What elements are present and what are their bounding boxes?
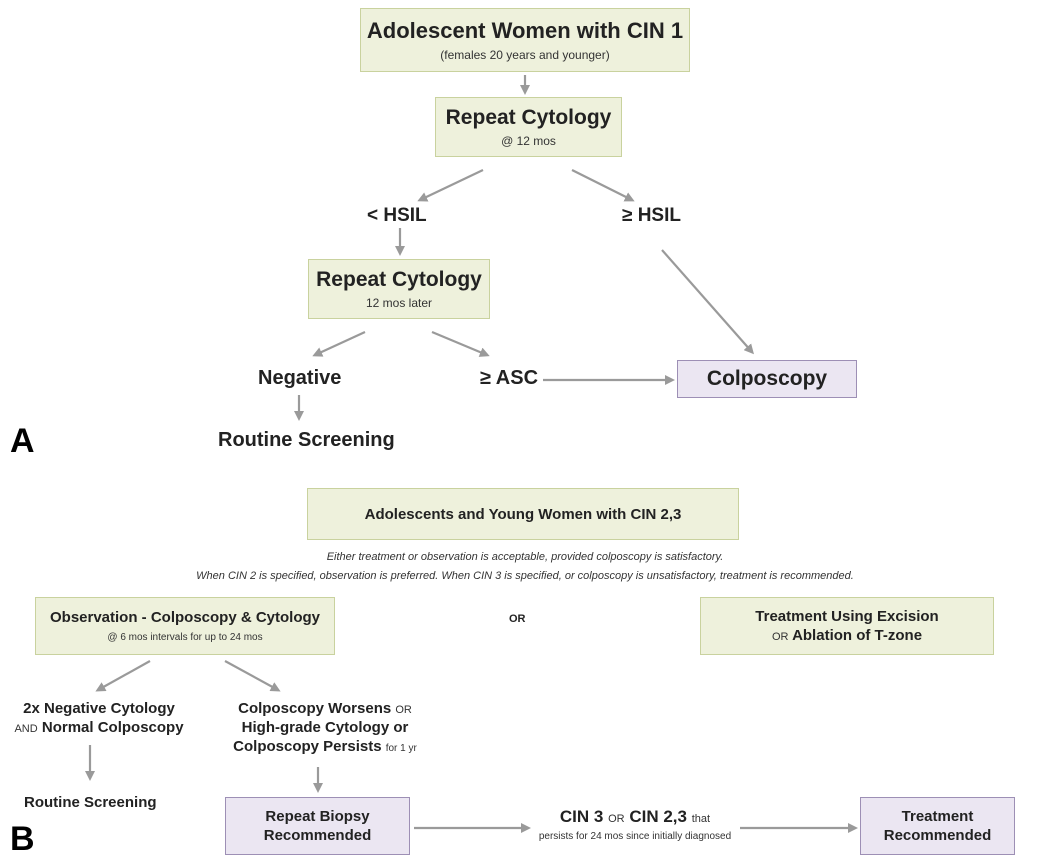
cin3-block: CIN 3 OR CIN 2,3 that persists for 24 mo… [530, 807, 740, 842]
panel-a-letter: A [10, 422, 35, 460]
repeat-biopsy-line2: Recommended [263, 827, 372, 844]
treatment-or-text: OR [771, 631, 789, 643]
neg-cyto-line1: 2x Negative Cytology [23, 700, 175, 717]
treatment-recommended-line1: Treatment [901, 808, 974, 825]
lt-hsil-label: < HSIL [367, 205, 427, 226]
worsens-block: Colposcopy Worsens OR High-grade Cytolog… [225, 700, 425, 755]
treatment-excision-line2: OR Ablation of T-zone [772, 627, 922, 644]
repeat-cytology-later-subtitle: 12 mos later [365, 296, 433, 310]
ge-asc-label: ≥ ASC [480, 367, 539, 389]
arrow-observation-to-worsens [224, 660, 281, 692]
worsens-line1: Colposcopy Worsens [238, 700, 392, 717]
adolescent-cin1-box: Adolescent Women with CIN 1 (females 20 … [360, 8, 690, 72]
routine-screening-b-label: Routine Screening [24, 794, 157, 811]
arrow-repeat1-to-gehsil [571, 169, 635, 202]
arrow-observation-to-negcyto [95, 660, 151, 692]
cin23-text: CIN 2,3 [629, 807, 687, 826]
observation-title: Observation - Colposcopy & Cytology [49, 609, 321, 626]
cin3-or: OR [608, 813, 625, 825]
arrow-repeat2-to-asc [431, 330, 490, 357]
worsens-line3: Colposcopy Persists [233, 738, 382, 755]
repeat-cytology-later-title: Repeat Cytology [316, 268, 482, 291]
repeat-cytology-12mos-subtitle: @ 12 mos [501, 134, 556, 148]
repeat-cytology-later-box: Repeat Cytology 12 mos later [308, 259, 490, 319]
worsens-line1-wrap: Colposcopy Worsens OR [225, 700, 425, 717]
or-label: OR [509, 613, 526, 625]
observation-subtitle: @ 6 mos intervals for up to 24 mos [107, 632, 263, 643]
adolescent-cin1-title: Adolescent Women with CIN 1 [366, 18, 684, 43]
neg-cyto-line2: Normal Colposcopy [41, 719, 184, 736]
treatment-recommended-line2: Recommended [883, 827, 992, 844]
treatment-excision-box: Treatment Using Excision OR Ablation of … [700, 597, 994, 655]
arrow-repeat1-to-lthsil [417, 169, 484, 202]
cin3-line1-wrap: CIN 3 OR CIN 2,3 that [530, 807, 740, 827]
worsens-line2: High-grade Cytology or [241, 719, 409, 736]
negative-label: Negative [258, 367, 342, 389]
observation-box: Observation - Colposcopy & Cytology @ 6 … [35, 597, 335, 655]
cin3-line2: persists for 24 mos since initially diag… [538, 831, 732, 842]
neg-cyto-line2-wrap: AND Normal Colposcopy [14, 719, 184, 736]
worsens-or: OR [395, 704, 412, 716]
repeat-cytology-12mos-title: Repeat Cytology [445, 106, 612, 129]
repeat-cytology-12mos-box: Repeat Cytology @ 12 mos [435, 97, 622, 157]
cin3-that: that [691, 813, 711, 825]
negative-cytology-block: 2x Negative Cytology AND Normal Colposco… [14, 700, 184, 736]
treatment-ablation-text: Ablation of T-zone [792, 627, 923, 644]
worsens-for: for 1 yr [385, 743, 417, 754]
routine-screening-a-label: Routine Screening [218, 429, 395, 451]
adolescent-cin1-subtitle: (females 20 years and younger) [440, 48, 610, 62]
arrow-repeat2-to-negative [312, 331, 366, 357]
note-line-2: When CIN 2 is specified, observation is … [196, 570, 854, 582]
treatment-excision-line1: Treatment Using Excision [755, 608, 939, 625]
panel-b-letter: B [10, 820, 35, 858]
repeat-biopsy-line1: Repeat Biopsy [265, 808, 370, 825]
colposcopy-title: Colposcopy [706, 367, 828, 390]
young-women-cin23-title: Adolescents and Young Women with CIN 2,3 [364, 505, 682, 523]
cin3-text: CIN 3 [559, 807, 604, 826]
treatment-recommended-box: Treatment Recommended [860, 797, 1015, 855]
colposcopy-box: Colposcopy [677, 360, 857, 398]
ge-hsil-label: ≥ HSIL [622, 205, 681, 226]
arrow-gehsil-to-colposcopy [661, 249, 754, 355]
worsens-line3-wrap: Colposcopy Persists for 1 yr [225, 738, 425, 755]
note-line-1: Either treatment or observation is accep… [326, 551, 724, 563]
repeat-biopsy-box: Repeat Biopsy Recommended [225, 797, 410, 855]
neg-cyto-and: AND [14, 723, 38, 735]
young-women-cin23-box: Adolescents and Young Women with CIN 2,3 [307, 488, 739, 540]
